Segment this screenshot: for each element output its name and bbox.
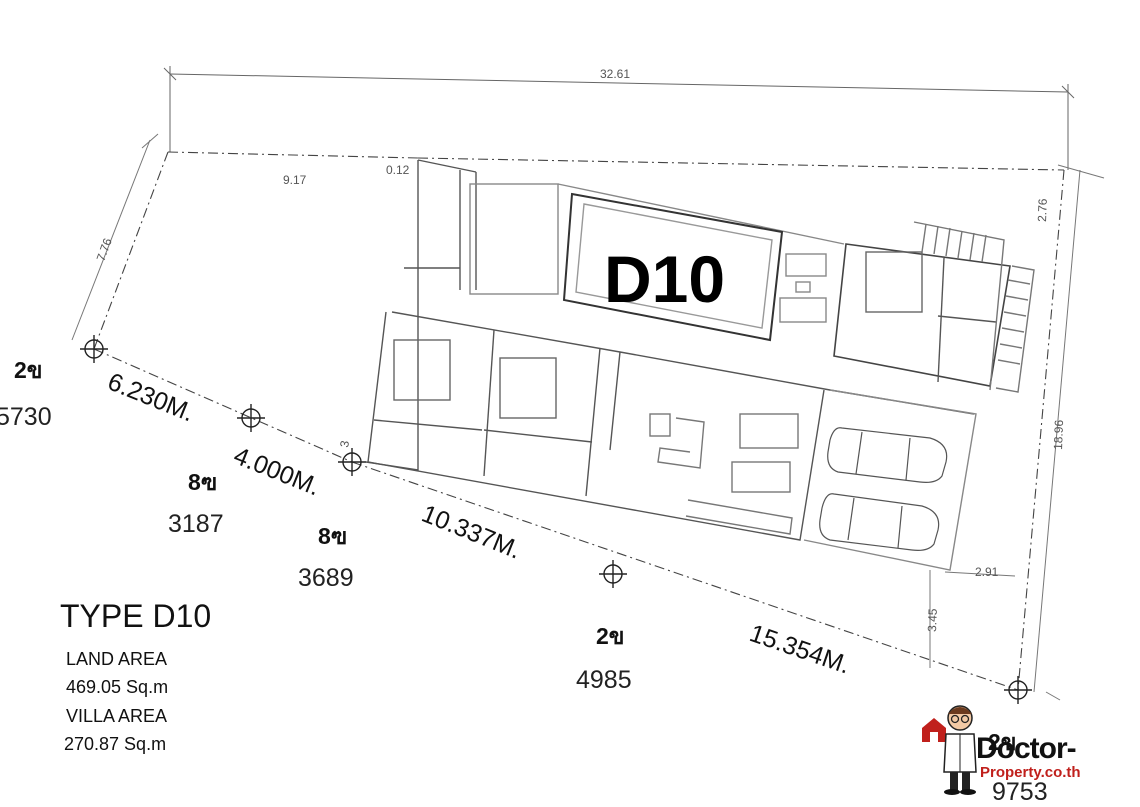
neighbor-lot-code-3: 8ฃ — [318, 523, 347, 549]
car-2-icon — [819, 493, 940, 551]
property-boundary — [93, 151, 1065, 691]
survey-marker-icon — [1004, 676, 1032, 704]
logo-text-top: Doctor- — [976, 732, 1077, 765]
left-dim: 7.76 — [94, 236, 115, 263]
car-1-icon — [827, 427, 948, 483]
survey-marker-icon — [338, 448, 366, 476]
side-dimension-lines — [71, 133, 1105, 701]
villa-area-label: VILLA AREA — [66, 706, 168, 726]
neighbor-lot-number-3: 3689 — [298, 564, 354, 592]
neighbor-lot-number-5: 9753 — [992, 778, 1048, 806]
overall-width-label: 32.61 — [600, 67, 630, 81]
bottom-right-dim-1: 2.91 — [975, 565, 999, 579]
top-dim-2: 0.12 — [386, 163, 410, 177]
survey-marker-icon — [80, 335, 108, 363]
top-dim-1: 9.17 — [283, 173, 307, 187]
doctor-property-logo[interactable]: Doctor- Property.co.th — [918, 700, 1138, 805]
survey-markers — [80, 335, 1032, 704]
right-dim-1: 2.76 — [1035, 198, 1050, 222]
land-area-label: LAND AREA — [66, 649, 168, 669]
bottom-right-dim-2: 3.45 — [925, 608, 940, 632]
type-title: TYPE D10 — [60, 598, 212, 634]
overall-dimension-line — [163, 66, 1075, 170]
neighbor-lot-code-4: 2ข — [596, 623, 625, 649]
villa-area-value: 270.87 Sq.m — [64, 734, 167, 754]
doctor-mascot-icon — [922, 705, 977, 795]
neighbor-lot-number-1: 5730 — [0, 403, 52, 431]
right-dim-2: 18.96 — [1051, 419, 1066, 450]
building-footprint — [365, 159, 1035, 571]
land-area-value: 469.05 Sq.m — [66, 677, 169, 697]
neighbor-lot-number-4: 4985 — [576, 666, 632, 694]
logo-text-bottom: Property.co.th — [980, 764, 1081, 781]
segment-length-3: 10.337M. — [418, 500, 525, 565]
neighbor-lot-code-1: 2ข — [14, 357, 43, 383]
segment-length-4: 15.354M. — [746, 619, 854, 679]
neighbor-lot-code-2: 8ฃ — [188, 469, 217, 495]
neighbor-lot-code-5: 2ข — [988, 729, 1017, 755]
side-small-dim: 3 — [337, 439, 352, 448]
segment-length-1: 6.230M. — [104, 368, 198, 428]
segment-length-2: 4.000M. — [230, 442, 324, 502]
neighbor-lot-number-2: 3187 — [168, 510, 224, 538]
survey-marker-icon — [599, 560, 627, 588]
survey-marker-icon — [237, 404, 265, 432]
unit-label: D10 — [604, 242, 725, 316]
